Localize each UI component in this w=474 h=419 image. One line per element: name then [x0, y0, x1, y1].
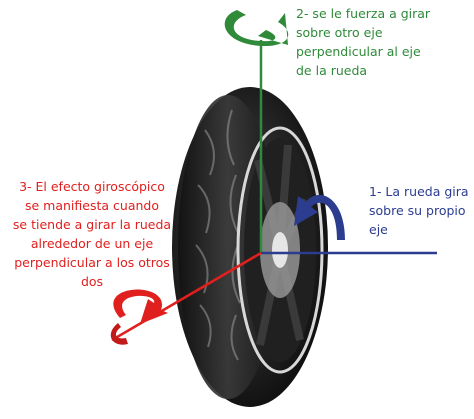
axis-3-red: [110, 251, 262, 345]
rotation-arrow-red-icon: [113, 289, 168, 324]
motorcycle-tire: [172, 87, 328, 407]
wheel-hub: [272, 232, 288, 268]
rotation-arrow-blue-icon: [294, 194, 345, 240]
label-axis-1: 1- La rueda gira sobre su propio eje: [369, 184, 469, 237]
rotation-arrow-green-icon: [224, 10, 289, 47]
tread-pattern: [195, 109, 241, 361]
wheel-rim: [236, 126, 324, 374]
axis-1-blue: [261, 194, 437, 255]
label-axis-3: 3- El efecto giroscópico se manifiesta c…: [12, 179, 172, 289]
diagonal-axis-line: [111, 251, 262, 342]
axis-2-green: [224, 10, 289, 253]
rotation-arrow-red-tail-icon: [110, 323, 128, 345]
label-axis-2: 2- se le fuerza a girar sobre otro eje p…: [296, 6, 431, 78]
